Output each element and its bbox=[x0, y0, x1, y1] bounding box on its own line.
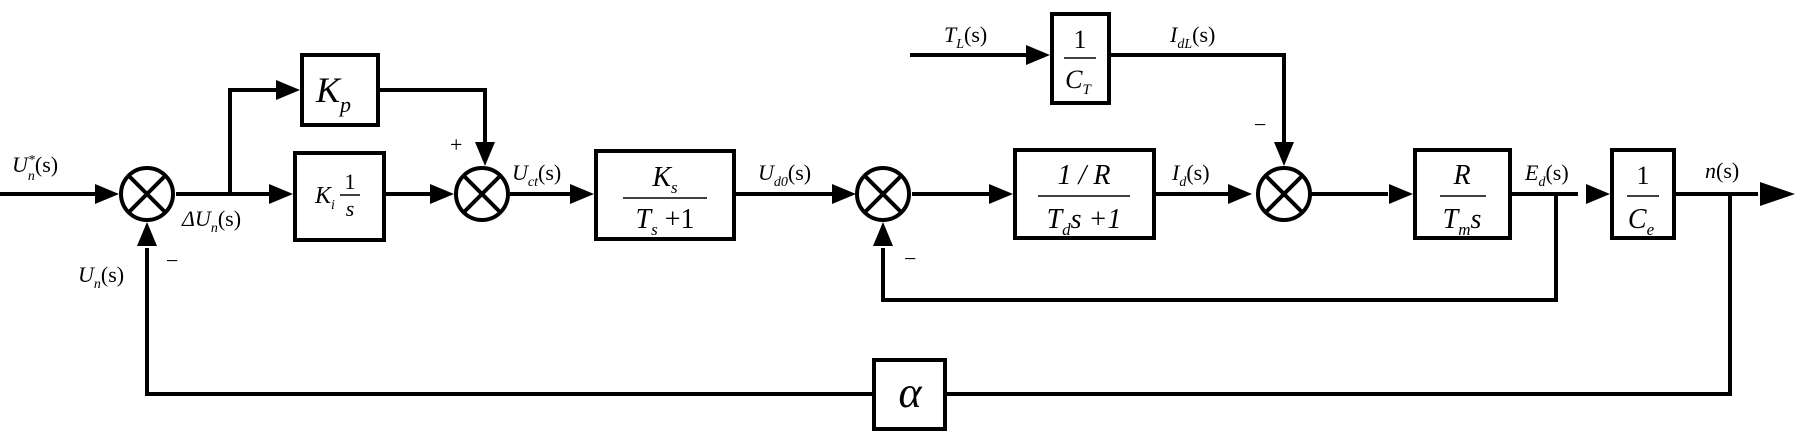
label-tl: TL(s) bbox=[944, 22, 987, 52]
armature-den-main: T bbox=[1047, 204, 1065, 235]
ct-den-main: C bbox=[1065, 65, 1083, 94]
tm-den-rest: s bbox=[1470, 204, 1481, 235]
label-idl: IdL(s) bbox=[1169, 22, 1215, 52]
ki-sub: i bbox=[331, 198, 335, 213]
arrowhead-to-r-block bbox=[989, 184, 1013, 204]
block-converter: Ks Ts +1 bbox=[594, 149, 736, 241]
block-armature: 1 / R Tds +1 bbox=[1013, 148, 1156, 240]
block-torque-constant: 1 CT bbox=[1050, 12, 1111, 105]
arrowhead-ed-feedback bbox=[873, 222, 893, 246]
block-mechanical: R Tms bbox=[1413, 148, 1512, 240]
summing-junction-pi bbox=[454, 166, 510, 222]
summing-junction-current bbox=[1256, 166, 1312, 222]
arrowhead-to-sum1 bbox=[95, 184, 119, 204]
signal-wires bbox=[0, 53, 1758, 396]
arrowhead-speed-feedback bbox=[137, 222, 157, 246]
arrowhead-to-ce bbox=[1586, 184, 1610, 204]
label-n: n(s) bbox=[1705, 158, 1739, 183]
svg-text:Ks: Ks bbox=[651, 162, 678, 197]
arrowhead-to-ct bbox=[1026, 45, 1050, 65]
wire-speed-feedback-left bbox=[145, 248, 872, 396]
summing-junction-speed bbox=[119, 166, 175, 222]
label-delta-un: ΔUn(s) bbox=[181, 206, 241, 236]
ce-den-sub: e bbox=[1647, 220, 1655, 239]
arrowhead-idl-to-sum4 bbox=[1274, 142, 1294, 166]
ks-den-rest: +1 bbox=[658, 204, 695, 235]
armature-numerator: 1 / R bbox=[1058, 160, 1111, 191]
wire-speed-feedback-right bbox=[946, 194, 1732, 396]
arrowhead-to-sum4 bbox=[1228, 184, 1252, 204]
sign-minus-voltage: − bbox=[904, 246, 916, 271]
arrowhead-kp-to-sum2 bbox=[475, 142, 495, 166]
armature-den-rest: s +1 bbox=[1071, 204, 1122, 235]
block-emf-constant: 1 Ce bbox=[1610, 148, 1676, 240]
sign-minus-load: − bbox=[1254, 112, 1266, 137]
arrowhead-to-sum2 bbox=[430, 184, 454, 204]
ct-numerator: 1 bbox=[1074, 25, 1087, 54]
label-ed: Ed(s) bbox=[1524, 160, 1569, 190]
label-un-star: U*n(s) bbox=[12, 152, 58, 184]
svg-text:Tds +1: Tds +1 bbox=[1047, 204, 1122, 239]
armature-den-sub: d bbox=[1062, 220, 1071, 239]
svg-text:Ki: Ki bbox=[314, 183, 335, 213]
ks-den-sub: s bbox=[651, 220, 658, 239]
wire-kp-to-sum2 bbox=[379, 88, 487, 150]
arrowhead-to-sum3 bbox=[832, 184, 856, 204]
kp-main: K bbox=[315, 70, 342, 110]
sign-plus-pi: + bbox=[450, 132, 462, 157]
arrowhead-to-kp bbox=[276, 80, 300, 100]
arrowheads bbox=[95, 45, 1795, 246]
ki-main: K bbox=[314, 183, 333, 209]
svg-text:CT: CT bbox=[1065, 65, 1092, 98]
svg-text:Ts +1: Ts +1 bbox=[636, 204, 695, 239]
ce-den-main: C bbox=[1628, 204, 1647, 235]
arrowhead-to-ks bbox=[570, 184, 594, 204]
alpha-label: α bbox=[898, 368, 922, 417]
arrowhead-to-tm bbox=[1389, 184, 1413, 204]
label-un-feedback: Un(s) bbox=[78, 262, 124, 292]
block-kp: Kp bbox=[300, 53, 380, 127]
svg-text:Ce: Ce bbox=[1628, 204, 1655, 239]
block-ki: Ki 1 s bbox=[293, 151, 386, 242]
ki-numerator: 1 bbox=[345, 169, 356, 194]
svg-text:Kp: Kp bbox=[315, 70, 351, 117]
ce-numerator: 1 bbox=[1637, 161, 1650, 190]
label-id: Id(s) bbox=[1171, 160, 1210, 190]
block-alpha: α bbox=[872, 358, 947, 431]
ks-num-sub: s bbox=[671, 178, 678, 197]
ki-denominator: s bbox=[346, 196, 355, 221]
ct-den-sub: T bbox=[1083, 82, 1093, 98]
tm-den-sub: m bbox=[1458, 220, 1470, 239]
wire-branch-to-kp bbox=[228, 88, 280, 194]
ks-den-main: T bbox=[636, 204, 654, 235]
svg-text:Tms: Tms bbox=[1443, 204, 1482, 239]
label-ud0: Ud0(s) bbox=[758, 160, 811, 190]
tm-den-main: T bbox=[1443, 204, 1461, 235]
arrowhead-output bbox=[1760, 182, 1795, 206]
ks-num-main: K bbox=[651, 162, 672, 193]
wire-ct-to-sum4 bbox=[1110, 53, 1286, 150]
tm-numerator: R bbox=[1452, 160, 1470, 191]
arrowhead-to-ki bbox=[269, 184, 293, 204]
sign-minus-speed: − bbox=[166, 248, 178, 273]
summing-junction-voltage bbox=[855, 166, 911, 222]
kp-sub: p bbox=[338, 92, 351, 117]
wire-ed-feedback bbox=[881, 194, 1558, 302]
label-uct: Uct(s) bbox=[512, 160, 561, 190]
